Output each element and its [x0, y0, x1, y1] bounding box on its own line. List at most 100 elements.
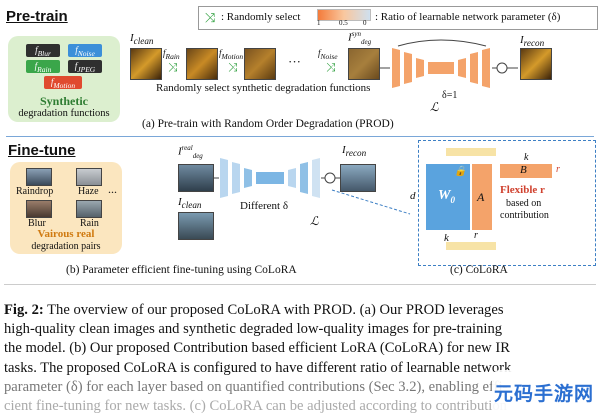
shuffle-icon: ⤨	[168, 60, 178, 74]
thumb-raindrop	[26, 168, 52, 186]
based-on-label: based on	[506, 198, 542, 209]
butterfly-thumb-recon	[520, 48, 552, 80]
flexible-r-label: Flexible r	[500, 184, 545, 196]
chip-blur: fBlur	[26, 44, 60, 58]
finetune-loss: ℒ	[310, 214, 319, 228]
legend-tick: 0.5	[339, 19, 348, 27]
real-pairs-panel: Raindrop Haze ... Blur Rain Vairous real…	[10, 162, 122, 254]
unet-block	[300, 162, 308, 194]
lock-icon: 🔒	[454, 166, 467, 177]
unet-block	[392, 48, 400, 88]
plus-node	[324, 172, 336, 184]
unet-block	[220, 158, 228, 198]
i-deg-real-label: Irealdeg	[178, 144, 203, 160]
skip-connection	[397, 39, 487, 47]
a-block: A	[472, 164, 492, 230]
butterfly-thumb-clean	[130, 48, 162, 80]
unet-block	[244, 168, 252, 188]
thumb-recon-real	[340, 164, 376, 192]
pretrain-title: Pre-train	[6, 8, 68, 25]
watermark-text: 元码手游网	[493, 382, 594, 405]
butterfly-thumb-degraded	[348, 48, 380, 80]
butterfly-thumb-rain	[186, 48, 218, 80]
b-block: B	[500, 164, 552, 178]
finetune-caption: (b) Parameter efficient fine-tuning usin…	[66, 264, 297, 276]
caption-line-5: parameter (δ) for each layer based on qu…	[4, 378, 508, 395]
i-clean-label: Iclean	[130, 32, 154, 47]
caption-line-2: high-quality clean images and synthetic …	[4, 321, 503, 338]
plus-node	[496, 62, 508, 74]
f-motion-label: fMotion	[219, 48, 244, 61]
contribution-label: contribution	[500, 210, 549, 221]
unet-block	[404, 52, 412, 84]
unet-block	[458, 58, 466, 78]
k-top-label: k	[524, 152, 529, 163]
pretrain-unet	[380, 39, 518, 88]
section-divider	[6, 136, 594, 137]
figure-caption-paragraph: Fig. 2: The overview of our proposed CoL…	[4, 301, 596, 416]
synthetic-title: Synthetic	[40, 94, 88, 108]
thumb-blur	[26, 200, 52, 218]
caption-line-1: Fig. 2: The overview of our proposed CoL…	[4, 302, 504, 318]
legend-random-label: : Randomly select	[221, 11, 301, 23]
legend-tick: 0	[363, 19, 367, 27]
delta-label: δ=1	[442, 90, 458, 101]
shuffle-icon: ⤨	[326, 60, 336, 74]
i-clean-ft-label: Iclean	[178, 196, 202, 211]
blur-label: Blur	[28, 218, 46, 229]
pretrain-loss: ℒ	[430, 100, 439, 114]
legend-tick: 1	[317, 19, 321, 27]
ellipsis: ...	[108, 182, 117, 196]
unet-bottleneck	[256, 172, 284, 184]
synthetic-subtitle: degradation functions	[18, 108, 110, 119]
r-right-label: r	[556, 164, 560, 175]
finetune-title: Fine-tune	[8, 142, 76, 159]
shuffle-icon: ⤨	[228, 60, 238, 74]
f-noise-label: fNoise	[318, 48, 338, 61]
top-bar	[446, 148, 496, 156]
real-subtitle: degradation pairs	[31, 241, 101, 252]
unet-block	[232, 162, 240, 194]
shuffle-icon: ⤨	[205, 10, 216, 25]
random-select-label: Randomly select synthetic degradation fu…	[156, 82, 371, 94]
real-title: Vairous real	[37, 228, 95, 240]
legend-box: ⤨ : Randomly select 1 0.5 0 : Ratio of l…	[198, 6, 598, 30]
pretrain-caption: (a) Pre-train with Random Order Degradat…	[142, 118, 394, 130]
ratio-gradient-bar	[317, 9, 371, 21]
dashed-arrow	[331, 189, 411, 215]
caption-line-3: the model. (b) Our proposed Contribution…	[4, 340, 510, 357]
i-recon-label: Irecon	[520, 34, 545, 49]
chip-jpeg: fJPEG	[68, 60, 102, 74]
unet-block	[312, 158, 320, 198]
w0-label: W0	[438, 188, 455, 205]
rain-label: Rain	[80, 218, 99, 229]
unet-block	[470, 52, 478, 84]
raindrop-label: Raindrop	[16, 186, 54, 197]
k-label: k	[444, 232, 449, 244]
d-label: d	[410, 190, 416, 202]
unet-block	[288, 168, 296, 188]
thumb-rain	[76, 200, 102, 218]
w0-block: W0 🔒	[426, 164, 470, 230]
unet-block	[482, 48, 490, 88]
f-rain-label: fRain	[163, 48, 180, 61]
ellipsis: ···	[288, 54, 301, 69]
b-label: B	[520, 164, 527, 176]
legend-ratio-label: : Ratio of learnable network parameter (…	[375, 11, 561, 23]
r-left-label: r	[474, 230, 478, 241]
figure-divider	[4, 284, 596, 285]
thumb-haze	[76, 168, 102, 186]
chip-rain: fRain	[26, 60, 60, 74]
caption-line-4: tasks. The proposed CoLoRA is configured…	[4, 359, 512, 376]
watermark-logo: 元码手游网	[492, 370, 596, 414]
different-delta-label: Different δ	[240, 200, 289, 212]
chip-motion: fMotion	[44, 76, 82, 90]
i-deg-syn-label: Isyndeg	[348, 30, 372, 46]
unet-bottleneck	[428, 62, 454, 74]
caption-line-6: cient fine-tuning for new tasks. (c) CoL…	[4, 398, 507, 415]
thumb-clean-real	[178, 212, 214, 240]
haze-label: Haze	[78, 186, 99, 197]
i-recon-ft-label: Irecon	[342, 144, 367, 159]
thumb-degraded-real	[178, 164, 214, 192]
colora-caption: (c) CoLoRA	[450, 264, 508, 276]
